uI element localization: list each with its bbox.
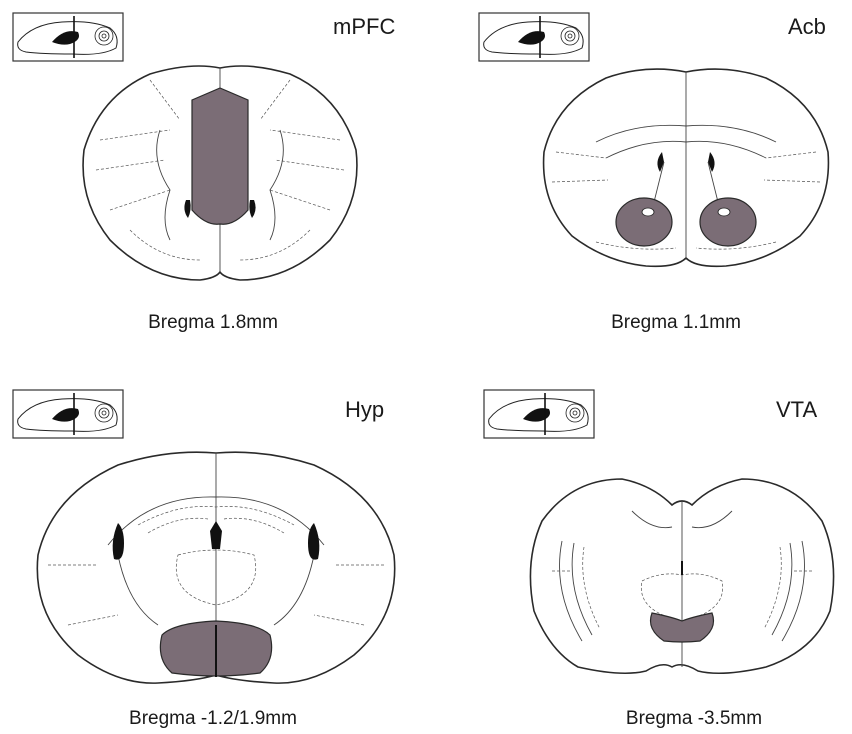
region-label: mPFC (333, 14, 395, 40)
sagittal-thumbnail-icon (12, 12, 124, 62)
panel-vta: VTA Bregma -3.5mm (426, 367, 852, 734)
region-label: Acb (788, 14, 826, 40)
coronal-section-hyp (28, 445, 404, 690)
panel-mpfc: mPFC Bregma 1.8mm (0, 0, 426, 367)
region-label: Hyp (345, 397, 384, 423)
bregma-label: Bregma -1.2/1.9mm (63, 708, 363, 730)
coronal-section-mpfc (70, 60, 370, 290)
panel-hyp: Hyp Bregma -1.2/1.9mm (0, 367, 426, 734)
bregma-label: Bregma -3.5mm (544, 708, 844, 730)
bregma-label: Bregma 1.1mm (526, 312, 826, 334)
panel-acb: Acb Bregma 1.1mm (426, 0, 852, 367)
sagittal-thumbnail-icon (12, 389, 124, 439)
sagittal-thumbnail-icon (478, 12, 590, 62)
coronal-section-vta (522, 471, 842, 681)
region-label: VTA (776, 397, 817, 423)
coronal-section-acb (536, 62, 836, 287)
sagittal-thumbnail-icon (483, 389, 595, 439)
bregma-label: Bregma 1.8mm (63, 312, 363, 334)
